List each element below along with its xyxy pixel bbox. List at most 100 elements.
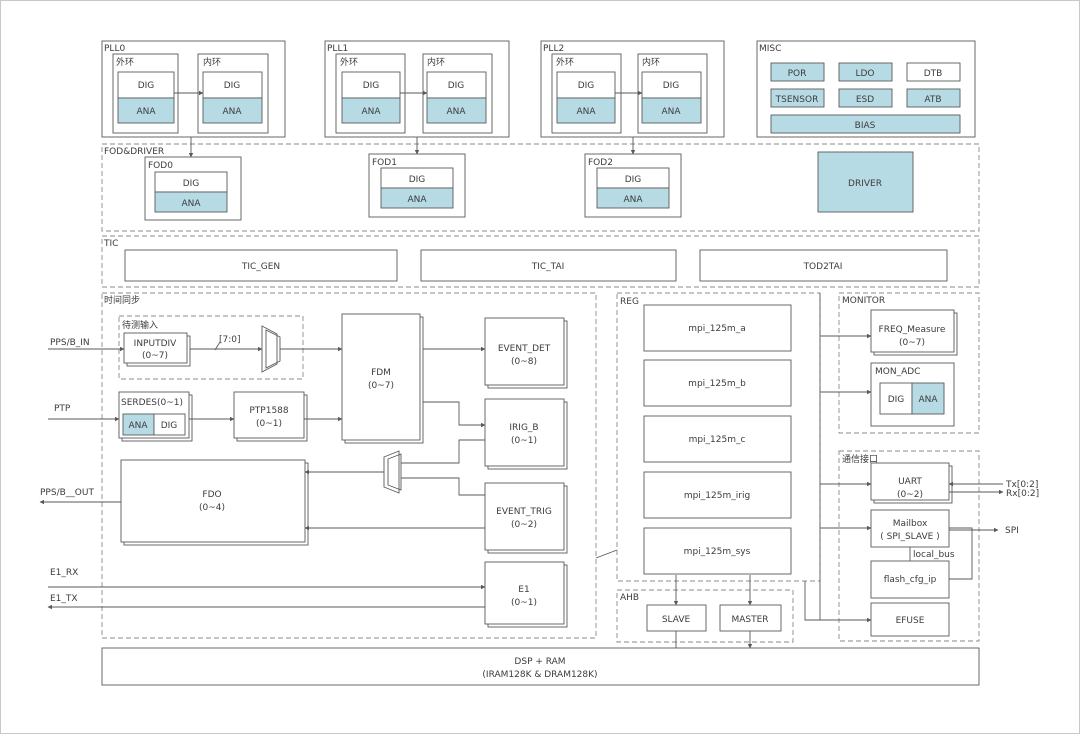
dsp-line2: (IRAM128K & DRAM128K) bbox=[482, 670, 597, 680]
efuse-label: EFUSE bbox=[896, 616, 925, 626]
local-bus-label: local_bus bbox=[913, 550, 955, 560]
pll2-outer-ana: ANA bbox=[576, 107, 596, 117]
spi-label: SPI bbox=[1005, 526, 1019, 536]
ptp-label: PTP bbox=[54, 404, 71, 414]
pll1-outer-dig: DIG bbox=[363, 81, 380, 91]
pll1-title: PLL1 bbox=[327, 44, 348, 54]
fdo-label: FDO bbox=[202, 490, 221, 500]
e1-rx-label: E1_RX bbox=[50, 568, 78, 578]
tod2tai: TOD2TAI bbox=[803, 262, 843, 272]
mon-adc-label: MON_ADC bbox=[875, 367, 920, 377]
ptp1588-label: PTP1588 bbox=[249, 406, 289, 416]
ptp1588-sub: (0~1) bbox=[256, 419, 282, 429]
ahb-master: MASTER bbox=[731, 615, 768, 625]
tic-title: TIC bbox=[103, 239, 118, 249]
pll1-inner-label: 内环 bbox=[427, 56, 445, 68]
bus-efuse-link bbox=[804, 581, 872, 623]
irig-b-label: IRIG_B bbox=[509, 423, 538, 433]
event-det-label: EVENT_DET bbox=[498, 344, 551, 354]
pll0-outer-dig: DIG bbox=[138, 81, 155, 91]
reg-timesync-link bbox=[595, 549, 618, 559]
reg-title: REG bbox=[620, 297, 639, 307]
monitor-title: MONITOR bbox=[842, 296, 885, 306]
misc-ldo: LDO bbox=[855, 69, 874, 79]
mon-adc-ana: ANA bbox=[918, 395, 938, 405]
misc-tsensor: TSENSOR bbox=[775, 95, 819, 105]
tic-tai: TIC_TAI bbox=[531, 262, 565, 272]
fod0-dig: DIG bbox=[183, 179, 200, 189]
misc-bias: BIAS bbox=[855, 121, 876, 131]
pll1-outer-ana: ANA bbox=[361, 107, 381, 117]
dsp-line1: DSP + RAM bbox=[514, 657, 565, 667]
pll2-outer-dig: DIG bbox=[578, 81, 595, 91]
event-det-sub: (0~8) bbox=[511, 357, 537, 367]
freq-measure-sub: (0~7) bbox=[899, 338, 925, 348]
pll0-inner-ana: ANA bbox=[222, 107, 242, 117]
tic-gen: TIC_GEN bbox=[241, 262, 280, 272]
pll0-title: PLL0 bbox=[104, 44, 125, 54]
time-sync-block: 时间同步 待测输入 INPUTDIV (0~7) [7:0] SERDES(0~… bbox=[101, 292, 597, 639]
fdm-sub: (0~7) bbox=[368, 381, 394, 391]
e1-sub: (0~1) bbox=[511, 598, 537, 608]
pps-out-label: PPS/B__OUT bbox=[40, 488, 94, 498]
fdm-label: FDM bbox=[371, 368, 391, 378]
pll2-outer-label: 外环 bbox=[556, 56, 574, 68]
fod1-title: FOD1 bbox=[372, 158, 397, 168]
fod2-dig: DIG bbox=[625, 175, 642, 185]
misc-block: MISC POR LDO DTB TSENSOR ESD ATB BIAS bbox=[756, 40, 976, 138]
reg-item-c: mpi_125m_c bbox=[689, 435, 746, 445]
reg-item-irig: mpi_125m_irig bbox=[684, 491, 750, 501]
fod-driver-block: FOD&DRIVER FOD0 DIG ANA FOD1 DIG ANA FOD… bbox=[101, 143, 980, 232]
uart-label: UART bbox=[898, 477, 922, 487]
pll0-inner-label: 内环 bbox=[203, 56, 221, 68]
fod0-title: FOD0 bbox=[148, 161, 173, 171]
comm-title: 通信接口 bbox=[842, 453, 878, 465]
fod2-ana: ANA bbox=[623, 195, 643, 205]
freq-measure-label: FREQ_Measure bbox=[879, 325, 946, 335]
driver-block: DRIVER bbox=[848, 179, 882, 189]
fod-driver-title: FOD&DRIVER bbox=[104, 147, 164, 157]
time-sync-title: 时间同步 bbox=[104, 294, 140, 306]
serdes-dig: DIG bbox=[161, 421, 178, 431]
pll2-inner-dig: DIG bbox=[663, 81, 680, 91]
misc-dtb: DTB bbox=[924, 69, 943, 79]
e1-tx-label: E1_TX bbox=[50, 594, 78, 604]
pll1-outer-label: 外环 bbox=[340, 56, 358, 68]
e1-label: E1 bbox=[518, 585, 529, 595]
pll0-block: PLL0 外环 DIG ANA 内环 DIG ANA bbox=[101, 40, 286, 138]
mon-adc-dig: DIG bbox=[888, 395, 905, 405]
pll1-block: PLL1 外环 DIG ANA 内环 DIG ANA bbox=[324, 40, 510, 138]
reg-block: REG mpi_125m_a mpi_125m_b mpi_125m_c mpi… bbox=[616, 292, 821, 582]
pll2-block: PLL2 外环 DIG ANA 内环 DIG ANA bbox=[540, 40, 725, 138]
irig-b-sub: (0~1) bbox=[511, 436, 537, 446]
tic-block: TIC TIC_GEN TIC_TAI TOD2TAI bbox=[101, 235, 980, 288]
comm-block: 通信接口 UART (0~2) Mailbox ( SPI_SLAVE ) lo… bbox=[838, 450, 980, 642]
fod1-dig: DIG bbox=[409, 175, 426, 185]
misc-por: POR bbox=[788, 69, 807, 79]
reg-item-a: mpi_125m_a bbox=[688, 324, 745, 334]
input-mux bbox=[261, 325, 278, 373]
uart-sub: (0~2) bbox=[897, 490, 923, 500]
dsp-ram-block: DSP + RAM (IRAM128K & DRAM128K) bbox=[101, 647, 980, 686]
pps-in-label: PPS/B_IN bbox=[50, 338, 90, 348]
ahb-slave: SLAVE bbox=[662, 615, 691, 625]
ahb-block: AHB SLAVE MASTER bbox=[616, 589, 794, 643]
bus-label: [7:0] bbox=[219, 335, 241, 345]
fod1-ana: ANA bbox=[407, 195, 427, 205]
mailbox-sub: ( SPI_SLAVE ) bbox=[880, 532, 939, 542]
fod0-ana: ANA bbox=[181, 199, 201, 209]
monitor-block: MONITOR FREQ_Measure (0~7) MON_ADC DIG A… bbox=[838, 292, 980, 434]
fod2-title: FOD2 bbox=[588, 158, 613, 168]
pll1-inner-dig: DIG bbox=[448, 81, 465, 91]
pll0-outer-label: 外环 bbox=[116, 56, 134, 68]
rx-label: Rx[0:2] bbox=[1006, 489, 1039, 499]
serdes-ana: ANA bbox=[128, 421, 148, 431]
pll1-inner-ana: ANA bbox=[446, 107, 466, 117]
pll0-inner-dig: DIG bbox=[224, 81, 241, 91]
misc-title: MISC bbox=[759, 44, 781, 54]
pll2-inner-ana: ANA bbox=[661, 107, 681, 117]
event-trig-sub: (0~2) bbox=[511, 520, 537, 530]
pll2-inner-label: 内环 bbox=[642, 56, 660, 68]
misc-esd: ESD bbox=[856, 95, 874, 105]
